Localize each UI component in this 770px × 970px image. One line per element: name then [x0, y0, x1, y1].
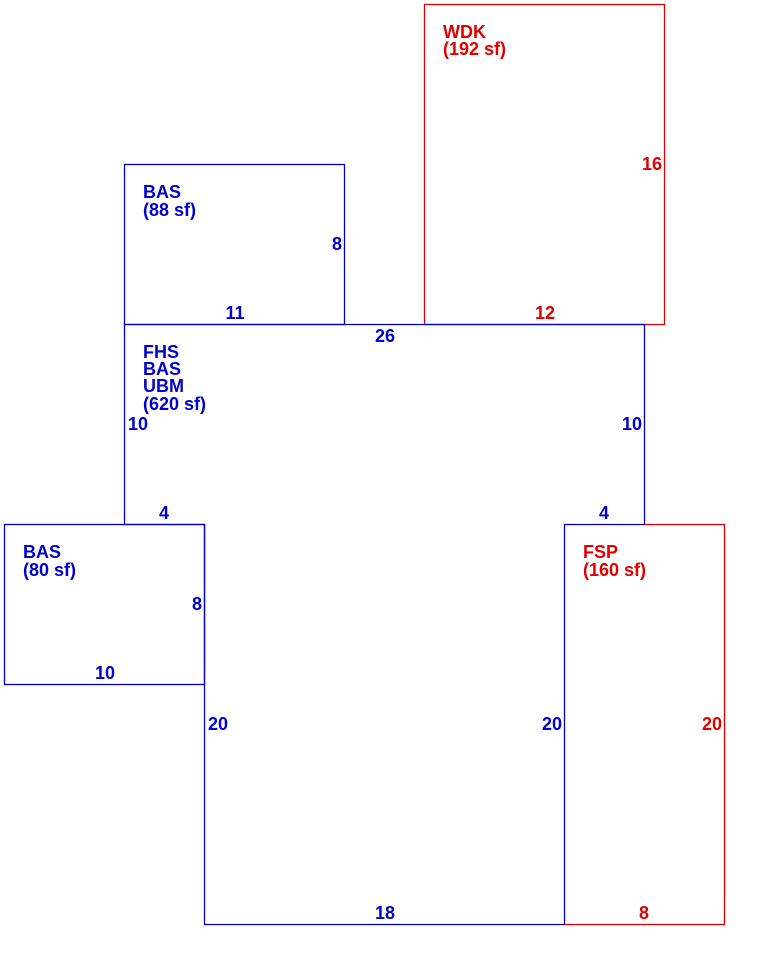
fsp-code-label: FSP	[583, 542, 618, 562]
bas-left-area: BAS (80 sf) 8 10	[3, 523, 206, 686]
bas-left-code-label: BAS	[23, 542, 61, 562]
main-right-dim: 10	[622, 414, 642, 434]
main-bottom-dim: 18	[375, 903, 395, 923]
main-lower-left-dim: 20	[208, 714, 228, 734]
wdk-code-label: WDK	[443, 22, 486, 42]
main-area-label: (620 sf)	[143, 394, 206, 414]
bas-top-code-label: BAS	[143, 182, 181, 202]
main-lower-right-dim: 20	[542, 714, 562, 734]
wdk-area-label: (192 sf)	[443, 39, 506, 59]
main-code-label-3: UBM	[143, 376, 184, 396]
fsp-area-label: (160 sf)	[583, 560, 646, 580]
bas-top-area-label: (88 sf)	[143, 200, 196, 220]
bas-top-right-dim: 8	[332, 234, 342, 254]
wdk-right-dim: 16	[642, 154, 662, 174]
fsp-outline	[564, 523, 726, 926]
wdk-area: WDK (192 sf) 16 12	[423, 3, 666, 326]
bas-left-outline	[3, 523, 206, 686]
main-area: FHS BAS UBM (620 sf) 26 10 10 4 4 20 20 …	[123, 323, 646, 926]
fsp-bottom-dim: 8	[639, 903, 649, 923]
main-left-dim: 10	[128, 414, 148, 434]
main-notch-left-dim: 4	[159, 503, 169, 523]
main-code-label-2: BAS	[143, 359, 181, 379]
bas-left-area-label: (80 sf)	[23, 560, 76, 580]
bas-top-area: BAS (88 sf) 8 11	[123, 163, 346, 326]
fsp-area: FSP (160 sf) 20 8	[564, 523, 726, 926]
fsp-right-dim: 20	[702, 714, 722, 734]
main-outline	[123, 323, 646, 926]
bas-left-right-dim: 8	[192, 594, 202, 614]
main-notch-right-dim: 4	[599, 503, 609, 523]
main-top-dim: 26	[375, 326, 395, 346]
bas-left-bottom-dim: 10	[95, 663, 115, 683]
wdk-bottom-dim: 12	[535, 303, 555, 323]
bas-top-bottom-dim: 11	[225, 303, 244, 323]
main-code-label-1: FHS	[143, 342, 179, 362]
